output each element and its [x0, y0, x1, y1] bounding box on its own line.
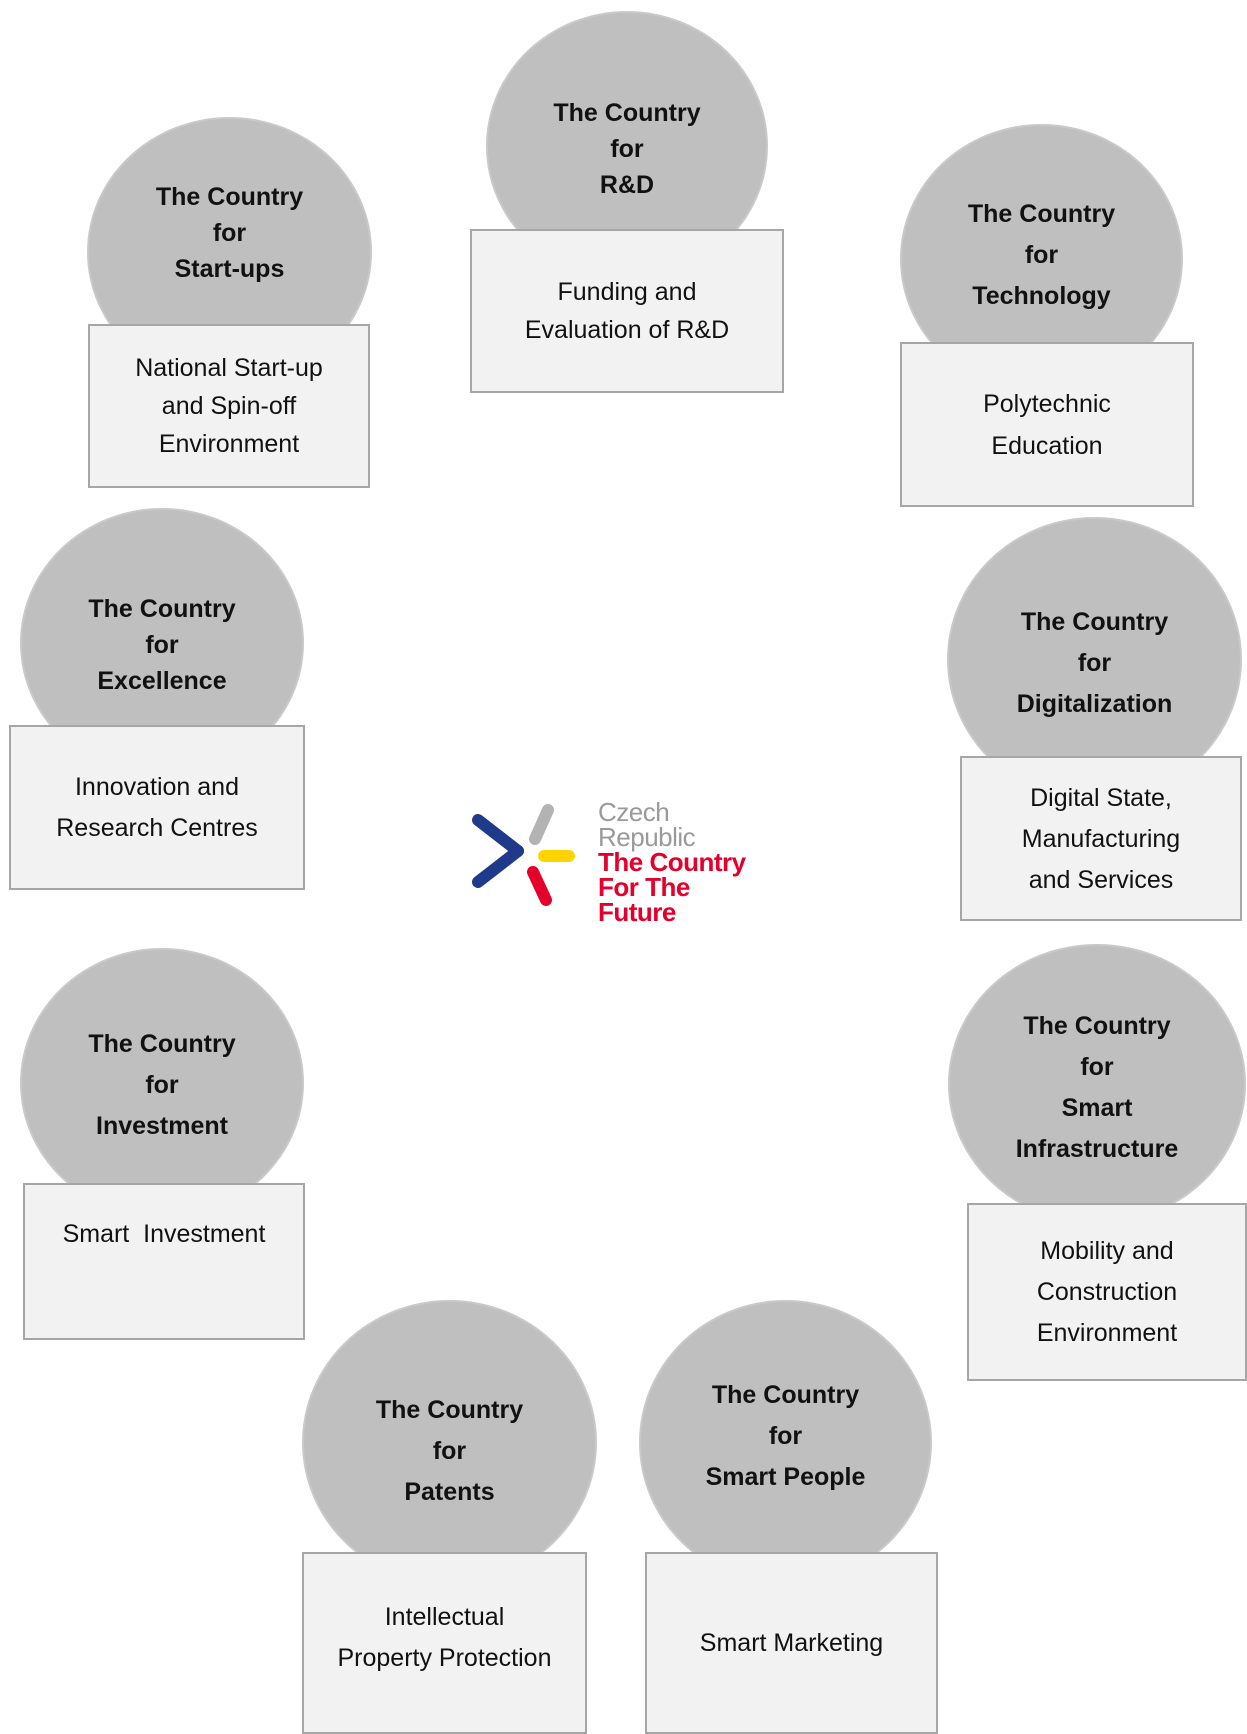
desc-line: Property Protection [337, 1644, 552, 1672]
box-rd: Funding and Evaluation of R&D [470, 229, 784, 393]
desc-line: Environment [158, 430, 300, 458]
desc-line: Funding and [557, 278, 697, 306]
title-line: Smart [1061, 1094, 1133, 1122]
title-line: for [212, 219, 247, 247]
box-startups: National Start-up and Spin-off Environme… [88, 324, 370, 488]
box-patents: Intellectual Property Protection [302, 1552, 587, 1734]
title-line: for [768, 1422, 803, 1450]
title-infrastructure: The Country for Smart Infrastructure [950, 1008, 1244, 1167]
desc-line: Digital State, [1030, 783, 1172, 812]
circle-digitalization: The Country for Digitalization [947, 517, 1242, 802]
logo-red-stroke [527, 866, 552, 906]
desc-line: Mobility and [1040, 1237, 1174, 1265]
title-line: for [1077, 649, 1112, 677]
circle-investment: The Country for Investment [20, 948, 304, 1218]
title-line: The Country [553, 99, 701, 127]
desc-line: Research Centres [56, 814, 258, 842]
title-line: The Country [1023, 1012, 1171, 1040]
desc-line: Smart Marketing [699, 1629, 884, 1657]
title-line: Infrastructure [1015, 1135, 1179, 1163]
desc-line: Environment [1036, 1319, 1178, 1347]
title-line: Smart People [705, 1463, 866, 1491]
title-line: R&D [599, 171, 655, 199]
title-line: Excellence [97, 667, 227, 695]
logo-line-future: For The Future [598, 872, 690, 927]
circle-smart-people: The Country for Smart People [639, 1300, 932, 1585]
box-smart-people: Smart Marketing [645, 1552, 938, 1734]
title-line: The Country [1020, 608, 1169, 636]
title-line: for [145, 631, 179, 659]
title-line: The Country [711, 1381, 860, 1409]
title-line: for [432, 1437, 467, 1465]
title-line: for [610, 135, 644, 163]
logo-line-republic: Republic [598, 822, 696, 852]
box-investment: Smart Investment [23, 1183, 305, 1340]
title-patents: The Country for Patents [304, 1392, 595, 1510]
logo-blue-arrow-upper [472, 814, 524, 857]
title-line: for [145, 1071, 179, 1099]
title-line: Technology [972, 282, 1111, 310]
desc-line: Innovation and [74, 773, 239, 801]
title-line: Digitalization [1016, 690, 1173, 718]
title-line: Investment [96, 1112, 228, 1140]
box-technology: Polytechnic Education [900, 342, 1194, 507]
title-line: The Country [375, 1396, 524, 1424]
title-line: The Country [155, 183, 304, 211]
title-technology: The Country for Technology [902, 196, 1181, 314]
title-rd: The Country for R&D [488, 95, 766, 203]
logo-line-country: The Country [598, 847, 746, 877]
desc-line: Evaluation of R&D [524, 316, 730, 344]
desc-line: Construction [1036, 1278, 1178, 1306]
desc-line: Manufacturing [1021, 824, 1181, 853]
box-excellence: Innovation and Research Centres [9, 725, 305, 890]
title-investment: The Country for Investment [22, 1026, 302, 1144]
title-line: for [1024, 241, 1059, 269]
desc-line: Polytechnic [983, 389, 1111, 418]
title-startups: The Country for Start-ups [89, 179, 370, 287]
circle-infrastructure: The Country for Smart Infrastructure [948, 944, 1246, 1224]
title-line: Start-ups [174, 255, 285, 283]
desc-line: National Start-up [135, 354, 323, 382]
desc-line: Smart Investment [62, 1220, 266, 1248]
title-digitalization: The Country for Digitalization [949, 604, 1240, 722]
star-logo-icon [472, 804, 575, 906]
title-line: for [1080, 1053, 1114, 1081]
logo-grey-stroke [529, 804, 554, 845]
title-line: The Country [88, 1030, 236, 1058]
title-excellence: The Country for Excellence [22, 591, 302, 699]
title-line: The Country [967, 200, 1116, 228]
desc-line: and Services [1028, 865, 1174, 894]
logo-line-czech: Czech [598, 797, 670, 827]
czech-republic-logo: Czech Republic The Country For The Futur… [468, 799, 768, 925]
title-smart-people: The Country for Smart People [641, 1377, 930, 1495]
title-line: Patents [404, 1478, 495, 1506]
desc-line: Education [991, 431, 1103, 460]
logo-blue-arrow-lower [472, 845, 524, 888]
box-infrastructure: Mobility and Construction Environment [967, 1203, 1247, 1381]
desc-line: and Spin-off [161, 392, 297, 420]
title-line: The Country [88, 595, 236, 623]
circle-patents: The Country for Patents [302, 1300, 597, 1585]
box-digitalization: Digital State, Manufacturing and Service… [960, 756, 1242, 921]
logo-text: Czech Republic The Country For The Futur… [598, 797, 768, 927]
desc-line: Intellectual [384, 1603, 505, 1631]
